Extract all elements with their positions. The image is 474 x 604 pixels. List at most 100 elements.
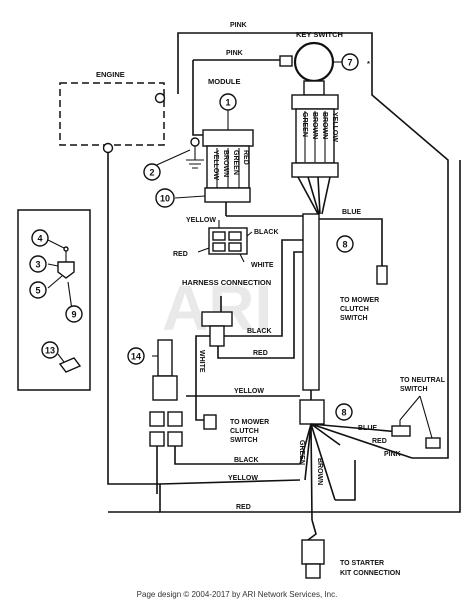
svg-text:7: 7 (347, 58, 352, 68)
callout-10-leader (174, 195, 206, 199)
key-switch-mark: * (367, 59, 370, 68)
wire-label-module-green: GREEN (232, 150, 239, 175)
wire-label-red-low: RED (372, 438, 387, 445)
wire-label-plug-white: WHITE (251, 262, 274, 269)
wire-label-plug-red: RED (173, 251, 188, 258)
mower-clutch-right-line2: CLUTCH (340, 306, 369, 313)
svg-text:14: 14 (131, 352, 141, 362)
key-switch-plug (291, 94, 339, 110)
wire-label-key-brown-1: BROWN (311, 112, 318, 139)
lower-fan-wires (299, 423, 413, 521)
yellow-low-wire (159, 479, 301, 485)
wire-label-plug-black: BLACK (254, 229, 279, 236)
wire-label-module-red: RED (242, 150, 249, 165)
starter-kit-connector (301, 539, 325, 565)
svg-text:3: 3 (35, 260, 40, 270)
neutral-switch-line1: TO NEUTRAL (400, 377, 446, 384)
engine-outline (59, 82, 165, 146)
black-low-wire (156, 446, 300, 494)
wire-label-yellow-low: YELLOW (228, 475, 258, 482)
harness-connection-label: HARNESS CONNECTION (182, 278, 271, 287)
svg-text:10: 10 (160, 194, 170, 204)
starter-kit-line2: KIT CONNECTION (340, 570, 400, 577)
harness-clamp (299, 399, 325, 425)
svg-text:9: 9 (71, 310, 76, 320)
red-harness-wire (217, 251, 303, 359)
callout-1: 1 (219, 93, 237, 111)
fuse-part (58, 357, 82, 373)
pink-top-wire (177, 32, 449, 459)
neutral-plug-2 (425, 437, 441, 449)
wire-label-red-bottom: RED (236, 504, 251, 511)
mower-clutch-left-line2: CLUTCH (230, 428, 259, 435)
wire-label-black-harness: BLACK (247, 328, 272, 335)
svg-text:8: 8 (342, 240, 347, 250)
wire-label-key-green: GREEN (301, 112, 308, 137)
wire-label-module-yellow: YELLOW (212, 150, 219, 180)
component-14 (157, 339, 173, 377)
wire-label-red-harness: RED (253, 350, 268, 357)
svg-text:5: 5 (35, 286, 40, 296)
wire-label-white: WHITE (198, 350, 205, 373)
svg-text:4: 4 (37, 234, 42, 244)
module-top (202, 129, 254, 147)
wire-label-yellow-mid: YELLOW (234, 388, 264, 395)
wire-label-blue-top: BLUE (342, 209, 361, 216)
module-label: MODULE (208, 77, 241, 86)
wire-label-pink-top: PINK (230, 22, 247, 29)
wire-label-green-vert: GREEN (298, 440, 305, 465)
wire-label-black-low: BLACK (234, 457, 259, 464)
mower-clutch-right-line3: SWITCH (340, 315, 368, 322)
callout-14: 14 (127, 347, 145, 365)
neutral-switch-line2: SWITCH (400, 386, 428, 393)
wire-label-blue-low: BLUE (358, 425, 377, 432)
engine-label: ENGINE (96, 70, 125, 79)
blue-top-wire (319, 218, 383, 266)
footer-copyright: Page design © 2004-2017 by ARI Network S… (137, 590, 338, 599)
wire-label-key-yellow: YELLOW (331, 112, 338, 142)
harness-connection-block (201, 311, 233, 327)
wire-label-pink-low: PINK (384, 451, 401, 458)
svg-text:2: 2 (149, 168, 154, 178)
key-switch (293, 41, 335, 83)
module-connector (204, 187, 251, 203)
wire-label-plug-yellow: YELLOW (186, 217, 216, 224)
key-switch-label: KEY SWITCH (296, 30, 343, 39)
callout-2: 2 (143, 163, 161, 181)
callout-8-top: 8 (336, 235, 354, 253)
mower-clutch-left-line1: TO MOWER (230, 419, 269, 426)
starter-kit-line1: TO STARTER (340, 560, 384, 567)
callout-5: 5 (29, 281, 47, 299)
callout-7: 7 (341, 53, 359, 71)
module-feed-wire (192, 60, 205, 136)
ground-lug (190, 137, 200, 147)
svg-text:13: 13 (45, 346, 55, 356)
callout-9: 9 (65, 305, 83, 323)
pink-key-wire (177, 56, 280, 94)
mower-clutch-plug-right (376, 265, 388, 285)
white-wire (195, 335, 210, 421)
black-harness-wire (224, 239, 303, 337)
callout-8-low: 8 (335, 403, 353, 421)
wire-label-module-brown: BROWN (222, 150, 229, 177)
parts-inset (17, 209, 91, 391)
callout-13: 13 (41, 341, 59, 359)
ground-symbol (186, 146, 204, 169)
svg-text:1: 1 (225, 98, 230, 108)
neutral-plug-1 (391, 425, 411, 437)
wire-label-key-brown-2: BROWN (321, 112, 328, 139)
engine-terminal-top (154, 92, 166, 104)
wire-label-pink-key: PINK (226, 50, 243, 57)
callout-3: 3 (29, 255, 47, 273)
callout-10: 10 (155, 188, 175, 208)
main-harness-trunk (302, 213, 320, 391)
mower-clutch-plug-left (203, 414, 217, 430)
engine-terminal-bottom (102, 142, 114, 154)
mower-clutch-right-line1: TO MOWER (340, 297, 379, 304)
callout-4: 4 (31, 229, 49, 247)
switch-part (57, 261, 75, 279)
key-switch-terminal (279, 55, 293, 67)
mower-clutch-left-line3: SWITCH (230, 437, 258, 444)
engine-ground-wire (107, 153, 461, 513)
